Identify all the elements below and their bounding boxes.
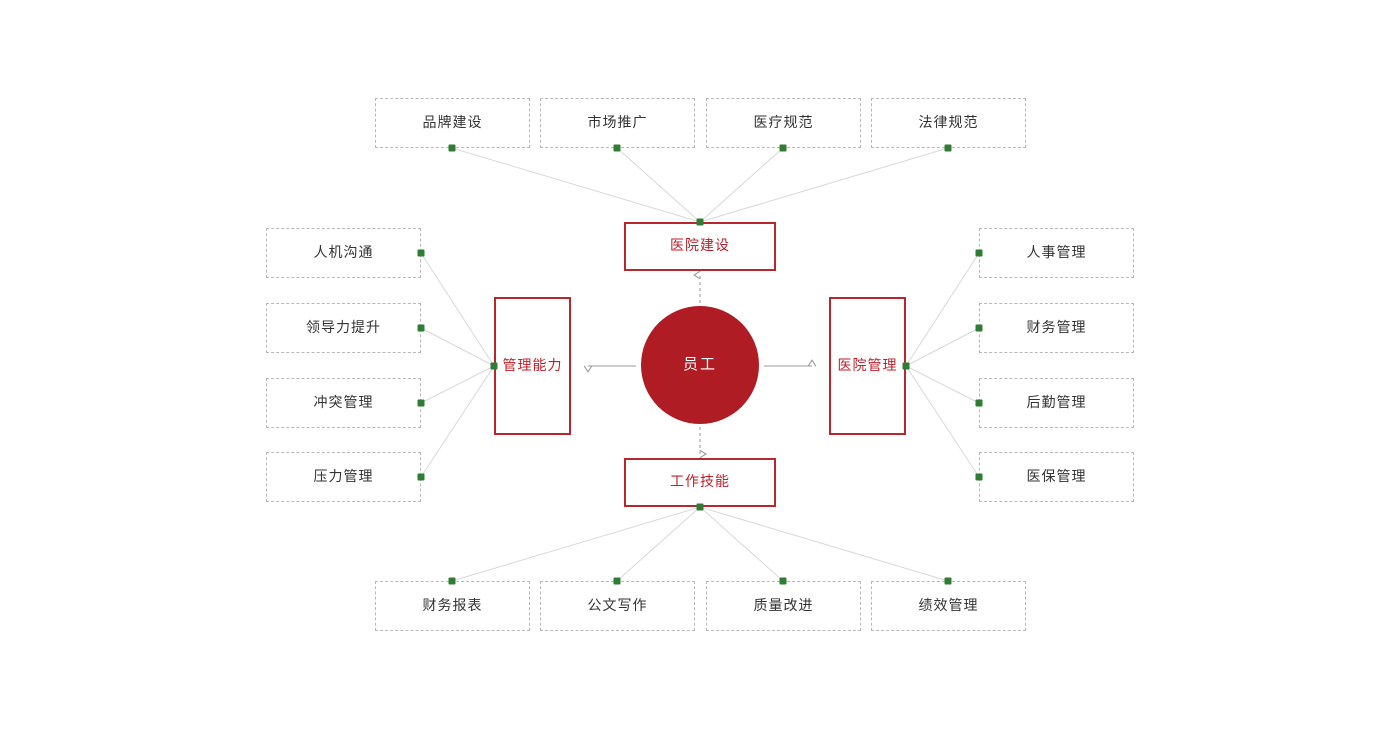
leaf-node-label: 后勤管理 (1026, 394, 1087, 411)
leaf-node-legal-standards[interactable]: 法律规范 (871, 98, 1026, 148)
connector-line-1 (616, 147, 701, 223)
connector-line-13 (616, 506, 701, 582)
leaf-node-label: 冲突管理 (313, 394, 374, 411)
leaf-node-label: 法律规范 (918, 114, 979, 131)
branch-node-label: 工作技能 (670, 474, 730, 491)
leaf-node-label: 财务管理 (1026, 319, 1087, 336)
connector-dot-conflict-management (417, 399, 425, 407)
leaf-node-leadership-improvement[interactable]: 领导力提升 (266, 303, 421, 353)
connector-dot-performance-management (944, 577, 952, 585)
connector-dot-logistics-management (975, 399, 983, 407)
connector-dot-insurance-management (975, 473, 983, 481)
connector-dot-management-ability (490, 362, 498, 370)
leaf-node-medical-standards[interactable]: 医疗规范 (706, 98, 861, 148)
connector-line-0 (451, 147, 701, 223)
connector-dot-human-machine-communication (417, 249, 425, 257)
branch-node-label: 管理能力 (502, 357, 563, 374)
connector-dot-quality-improvement (779, 577, 787, 585)
leaf-node-label: 质量改进 (753, 597, 814, 614)
connector-dot-personnel-management (975, 249, 983, 257)
leaf-node-label: 公文写作 (587, 597, 648, 614)
branch-node-label: 医院管理 (837, 357, 898, 374)
leaf-node-official-document-writing[interactable]: 公文写作 (540, 581, 695, 631)
leaf-node-label: 绩效管理 (918, 597, 979, 614)
leaf-node-label: 领导力提升 (306, 319, 381, 336)
leaf-node-brand-building[interactable]: 品牌建设 (375, 98, 530, 148)
connector-line-3 (699, 147, 949, 223)
connector-dot-stress-management (417, 473, 425, 481)
leaf-node-conflict-management[interactable]: 冲突管理 (266, 378, 421, 428)
leaf-node-label: 品牌建设 (422, 114, 483, 131)
connector-line-6 (420, 365, 495, 404)
connector-line-7 (420, 365, 495, 478)
leaf-node-label: 人机沟通 (313, 244, 374, 261)
leaf-node-human-machine-communication[interactable]: 人机沟通 (266, 228, 421, 278)
connector-line-8 (905, 252, 980, 367)
branch-node-work-skills[interactable]: 工作技能 (624, 458, 776, 507)
leaf-node-label: 医疗规范 (753, 114, 814, 131)
connector-line-15 (699, 506, 949, 582)
connector-dot-finance-management (975, 324, 983, 332)
connector-dot-brand-building (448, 144, 456, 152)
leaf-node-stress-management[interactable]: 压力管理 (266, 452, 421, 502)
leaf-node-label: 医保管理 (1026, 468, 1087, 485)
connector-dot-hospital-construction (696, 218, 704, 226)
leaf-node-performance-management[interactable]: 绩效管理 (871, 581, 1026, 631)
leaf-node-market-promotion[interactable]: 市场推广 (540, 98, 695, 148)
connector-line-11 (905, 365, 980, 478)
leaf-node-label: 市场推广 (587, 114, 648, 131)
connector-line-14 (699, 506, 784, 582)
leaf-node-financial-statements[interactable]: 财务报表 (375, 581, 530, 631)
leaf-node-label: 人事管理 (1026, 244, 1087, 261)
leaf-node-logistics-management[interactable]: 后勤管理 (979, 378, 1134, 428)
connector-line-12 (451, 506, 701, 582)
branch-node-management-ability[interactable]: 管理能力 (494, 297, 571, 435)
connector-line-4 (420, 252, 495, 367)
branch-node-hospital-management[interactable]: 医院管理 (829, 297, 906, 435)
leaf-node-personnel-management[interactable]: 人事管理 (979, 228, 1134, 278)
leaf-node-label: 财务报表 (422, 597, 483, 614)
connector-line-5 (420, 327, 495, 367)
leaf-node-quality-improvement[interactable]: 质量改进 (706, 581, 861, 631)
branch-node-hospital-construction[interactable]: 医院建设 (624, 222, 776, 271)
leaf-node-insurance-management[interactable]: 医保管理 (979, 452, 1134, 502)
connector-line-10 (905, 365, 980, 404)
branch-node-label: 医院建设 (670, 238, 730, 255)
leaf-node-finance-management[interactable]: 财务管理 (979, 303, 1134, 353)
leaf-node-label: 压力管理 (313, 468, 374, 485)
connector-dot-medical-standards (779, 144, 787, 152)
connector-dot-hospital-management (902, 362, 910, 370)
connector-dot-financial-statements (448, 577, 456, 585)
connector-dot-work-skills (696, 503, 704, 511)
connector-dot-official-document-writing (613, 577, 621, 585)
core-node-label: 员工 (682, 355, 717, 374)
core-node-employee[interactable]: 员工 (641, 306, 759, 424)
connector-dot-market-promotion (613, 144, 621, 152)
connector-dot-legal-standards (944, 144, 952, 152)
connector-line-2 (699, 147, 784, 223)
connector-dot-leadership-improvement (417, 324, 425, 332)
connector-line-9 (905, 327, 980, 367)
